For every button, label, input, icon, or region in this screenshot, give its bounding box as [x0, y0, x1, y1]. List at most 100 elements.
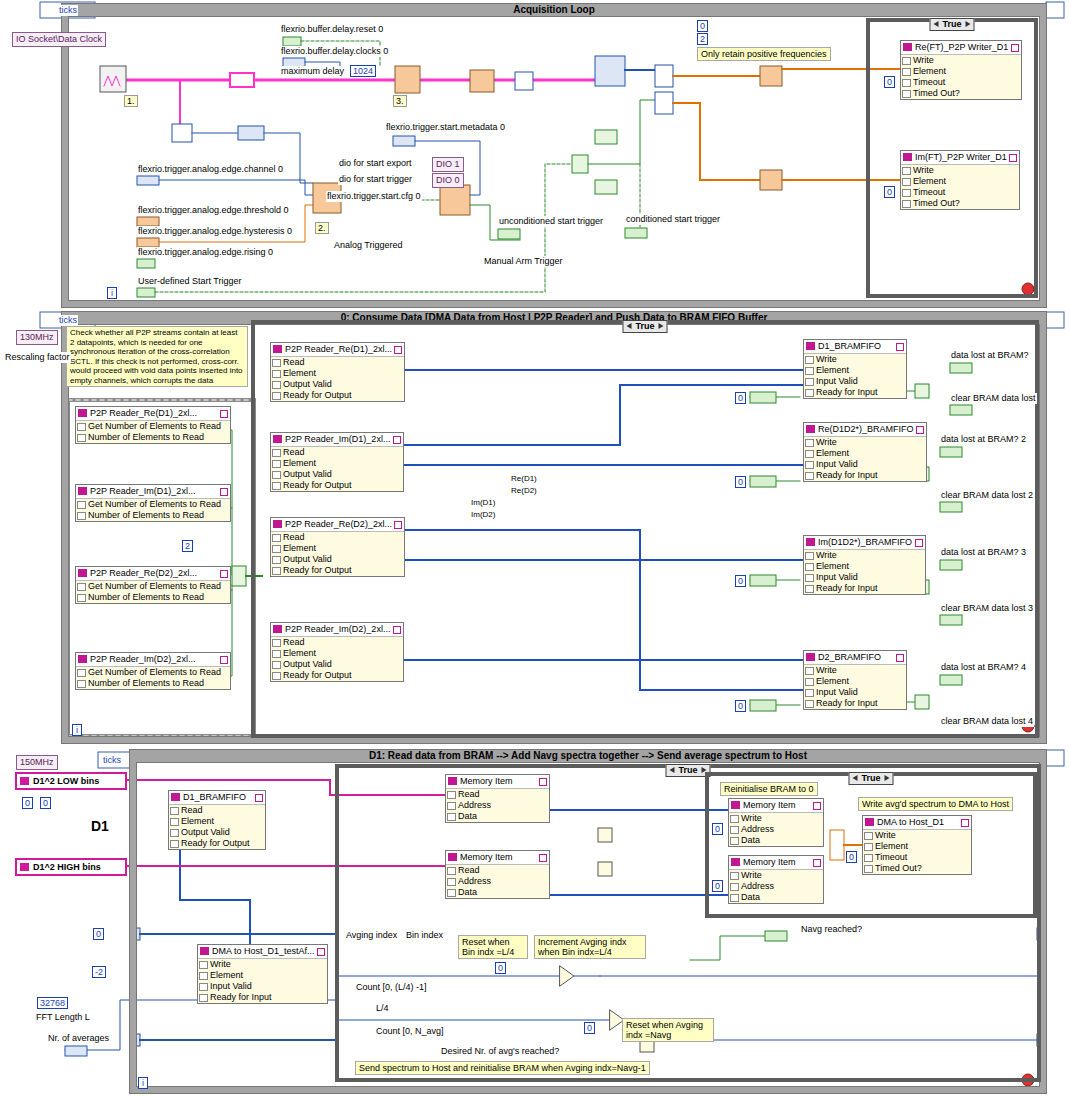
terminal-name: Ready for Output — [169, 838, 265, 849]
note-text: Reinitialise BRAM to 0 — [724, 784, 814, 794]
note-text: Reset when Bin indx =L/4 — [462, 937, 524, 957]
numeric-constant: 0 — [697, 20, 708, 32]
bool-control — [940, 615, 962, 625]
trigger-prim — [440, 185, 470, 215]
terminal-name: Element — [863, 841, 971, 852]
terminal-name: Timeout — [901, 187, 1019, 198]
terminal-name: Ready for Output — [271, 480, 403, 491]
terminal-name: Data — [729, 835, 823, 846]
comment-note: Reset when Bin indx =L/4 — [458, 935, 528, 959]
bool-wire — [640, 164, 641, 228]
terminal-name: Write — [729, 813, 823, 824]
terminal-name: Element — [169, 816, 265, 827]
method-node: Memory ItemReadAddressData — [445, 774, 550, 823]
terminal-name: Read — [271, 357, 404, 368]
terminal-label: Manual Arm Trigger — [483, 256, 564, 267]
terminal-name: Data — [446, 887, 549, 898]
case-structure: TrueP2P Reader_Re(D1)_2xl...ReadElementO… — [251, 320, 1039, 738]
index-prim — [515, 72, 533, 90]
terminal-name: Element — [271, 648, 403, 659]
terminal-name: Data — [729, 892, 823, 903]
numeric-constant: 32768 — [37, 997, 68, 1009]
comment-note: Write avg'd spectrum to DMA to Host — [858, 797, 1013, 811]
method-node: P2P Reader_Im(D1)_2xl...Get Number of El… — [75, 484, 231, 522]
method-node: Re(D1D2*)_BRAMFIFOWriteElementInput Vali… — [803, 422, 927, 482]
terminal-name: Element — [271, 543, 404, 554]
terminal-name: Read — [271, 532, 404, 543]
comment-note: Reinitialise BRAM to 0 — [720, 782, 818, 796]
numeric-constant: 0 — [495, 962, 506, 974]
terminal-label: data lost at BRAM? — [950, 350, 1030, 361]
and-gate — [915, 384, 929, 398]
compare-prim — [560, 966, 574, 986]
method-node: DMA to Host_D1_testAf...WriteElementInpu… — [197, 944, 328, 1004]
terminal-label: unconditioned start trigger — [498, 216, 604, 227]
terminal-label: Rescaling factor — [4, 352, 71, 363]
terminal-label: Count [0, N_avg] — [375, 1026, 445, 1037]
node-name: Im(FT)_P2P Writer_D1 — [901, 151, 1019, 165]
node-name: DMA to Host_D1 — [863, 816, 971, 830]
timing-icon — [98, 752, 130, 768]
int-terminal — [393, 136, 415, 146]
terminal-label: Navg reached? — [800, 924, 863, 935]
terminal-label: clear BRAM data lost 3 — [940, 603, 1034, 614]
terminal-label: maximum delay — [280, 66, 345, 77]
terminal-label: FFT Length L — [35, 1012, 91, 1023]
terminal-name: Timed Out? — [863, 863, 971, 874]
terminal-label: dio for start export — [338, 158, 413, 169]
reference-control: D1^2 HIGH bins — [15, 858, 127, 876]
comment-note: Increment Avging indx when Bin indx=L/4 — [534, 935, 646, 959]
wire-connector — [404, 385, 803, 445]
terminal-name: Element — [198, 970, 327, 981]
waveform-glyph — [104, 76, 120, 86]
method-node: P2P Reader_Re(D2)_2xl...Get Number of El… — [75, 566, 231, 604]
terminal-label: flexrio.buffer.delay.clocks 0 — [280, 46, 389, 57]
terminal-name: Timeout — [901, 77, 1021, 88]
terminal-label: data lost at BRAM? 3 — [940, 547, 1027, 558]
numeric-constant: 0 — [584, 1022, 595, 1034]
numeric-constant: 0 — [712, 823, 723, 835]
terminal-label: flexrio.trigger.analog.edge.channel 0 — [137, 164, 284, 175]
bool-wire — [341, 200, 440, 201]
terminal-label: User-defined Start Trigger — [137, 276, 243, 287]
terminal-name: Write — [729, 870, 823, 881]
fpga-wire — [126, 79, 395, 82]
fxp-terminal — [137, 217, 159, 226]
node-name: Memory Item — [729, 799, 823, 813]
bool-wire — [750, 397, 800, 705]
bool-wire — [155, 164, 572, 292]
method-node: D2_BRAMFIFOWriteElementInput ValidReady … — [803, 650, 907, 710]
terminal-name: Number of Elements to Read — [76, 432, 230, 443]
fxp-terminal — [137, 238, 159, 247]
sequence-frame — [68, 400, 254, 736]
bool-wire — [470, 205, 520, 240]
flexrio-prim — [470, 70, 494, 92]
numeric-constant: -2 — [92, 966, 106, 978]
int-wire — [65, 1000, 335, 1050]
terminal-name: Write — [901, 55, 1021, 66]
node-name: Memory Item — [729, 856, 823, 870]
terminal-name: Output Valid — [271, 659, 403, 670]
terminal-name: Read — [169, 805, 265, 816]
terminal-name: Output Valid — [169, 827, 265, 838]
terminal-name: Element — [804, 676, 906, 687]
method-node: P2P Reader_Re(D1)_2xl...ReadElementOutpu… — [270, 342, 405, 402]
terminal-name: Ready for Output — [271, 565, 404, 576]
step-number: 1. — [124, 95, 138, 107]
case-structure: TrueReinitialise BRAM to 0Memory ItemWri… — [705, 772, 1037, 918]
node-name: Memory Item — [446, 775, 549, 789]
fxp-wire — [782, 69, 900, 180]
terminal-label: clear BRAM data lost — [950, 393, 1037, 404]
note-text: Send spectrum to Host and reinitialise B… — [359, 1063, 646, 1073]
node-name: P2P Reader_Im(D2)_2xl... — [271, 623, 403, 637]
loop-tab — [1046, 312, 1064, 328]
node-name: Im(D1D2*)_BRAMFIFO — [804, 536, 925, 550]
node-name: P2P Reader_Im(D1)_2xl... — [76, 485, 230, 499]
build-array — [830, 830, 844, 860]
bool-indicator — [950, 363, 972, 373]
method-node: P2P Reader_Im(D1)_2xl...ReadElementOutpu… — [270, 432, 404, 492]
wire-connector — [550, 894, 728, 896]
fpga-wire — [420, 79, 595, 82]
terminal-label: dio for start trigger — [338, 174, 413, 185]
